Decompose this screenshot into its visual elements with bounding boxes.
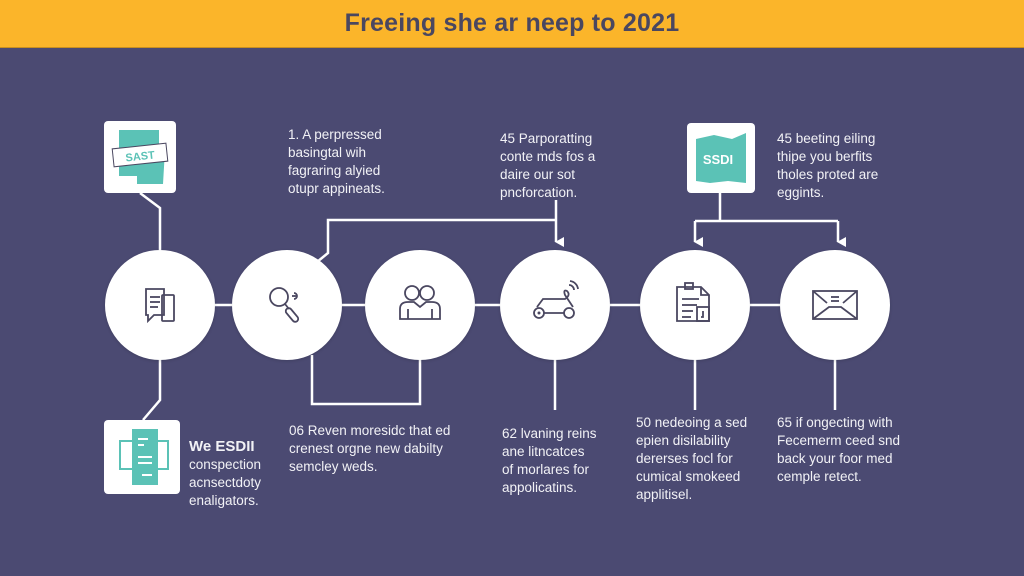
bottom-text-1: We ESDII conspection acnsectdoty enaliga…: [189, 420, 261, 528]
search-magnifier-icon: [269, 287, 300, 323]
node-4: [500, 250, 610, 360]
bottom-text-3: 62 lvaning reins ane litncatces of morla…: [502, 426, 597, 495]
ssdi-label: SSDI: [703, 152, 733, 167]
top-text-3: 45 beeting eiling thipe you berfits thol…: [777, 131, 879, 200]
node-5: [640, 250, 750, 360]
node-6: [780, 250, 890, 360]
map-document-icon: SAST: [111, 130, 169, 184]
node-1: [105, 250, 215, 360]
bottom-text-4: 50 nedeoing a sed epien disilability der…: [636, 415, 748, 502]
envelope-icon: [812, 290, 858, 320]
sast-label: SAST: [125, 149, 156, 164]
ssdi-card: SSDI: [687, 123, 755, 193]
chat-documents-icon: [145, 288, 175, 324]
people-couple-icon: [399, 285, 441, 320]
bottom-text-1-lead: We ESDII: [189, 438, 255, 455]
node-2: [232, 250, 342, 360]
form-document-icon: [119, 429, 169, 485]
page-title: Freeing she ar neep to 2021: [344, 9, 680, 37]
top-text-2: 45 Parporatting conte mds fos a daire ou…: [500, 131, 596, 200]
clipboard-document-icon: [676, 282, 710, 322]
form-card: [104, 420, 180, 494]
ssdi-document-icon: SSDI: [696, 133, 746, 183]
bottom-text-2: 06 Reven moresidc that ed crenest orgne …: [289, 423, 451, 474]
bottom-text-1-body: conspection acnsectdoty enaligators.: [189, 457, 262, 508]
sast-card: SAST: [104, 121, 176, 193]
title-bar: Freeing she ar neep to 2021: [0, 0, 1024, 48]
bottom-text-5: 65 if ongecting with Fecemerm ceed snd b…: [777, 415, 901, 484]
top-text-1: 1. A perpressed basingtal wih fagraring …: [288, 127, 385, 196]
connected-vehicle-icon: [533, 280, 579, 319]
node-3: [365, 250, 475, 360]
